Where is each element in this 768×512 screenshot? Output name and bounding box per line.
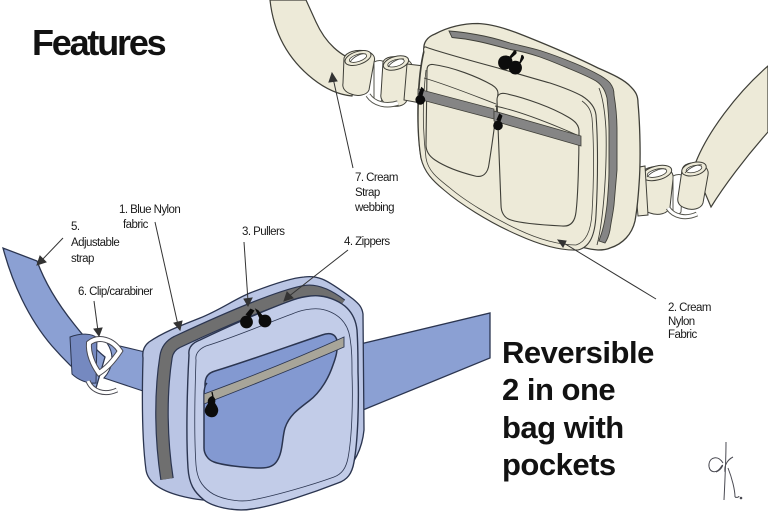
svg-text:Fabric: Fabric <box>668 329 697 341</box>
svg-text:1. Blue Nylon: 1. Blue Nylon <box>119 204 180 216</box>
svg-text:Reversible: Reversible <box>502 335 654 370</box>
svg-text:webbing: webbing <box>354 202 394 214</box>
svg-text:Strap: Strap <box>355 187 380 199</box>
svg-text:5.: 5. <box>71 221 80 233</box>
svg-text:pockets: pockets <box>502 447 616 482</box>
svg-text:Adjustable: Adjustable <box>71 237 119 249</box>
svg-text:3. Pullers: 3. Pullers <box>242 226 285 238</box>
svg-text:Features: Features <box>32 22 166 63</box>
svg-text:7. Cream: 7. Cream <box>355 172 398 184</box>
svg-text:fabric: fabric <box>123 219 149 231</box>
svg-text:strap: strap <box>71 253 94 265</box>
svg-text:2. Cream: 2. Cream <box>668 302 711 314</box>
svg-text:4. Zippers: 4. Zippers <box>344 236 390 248</box>
svg-text:6. Clip/carabiner: 6. Clip/carabiner <box>78 286 153 298</box>
svg-text:bag with: bag with <box>502 410 624 445</box>
svg-text:2 in one: 2 in one <box>502 372 615 407</box>
svg-text:Nylon: Nylon <box>668 316 695 328</box>
